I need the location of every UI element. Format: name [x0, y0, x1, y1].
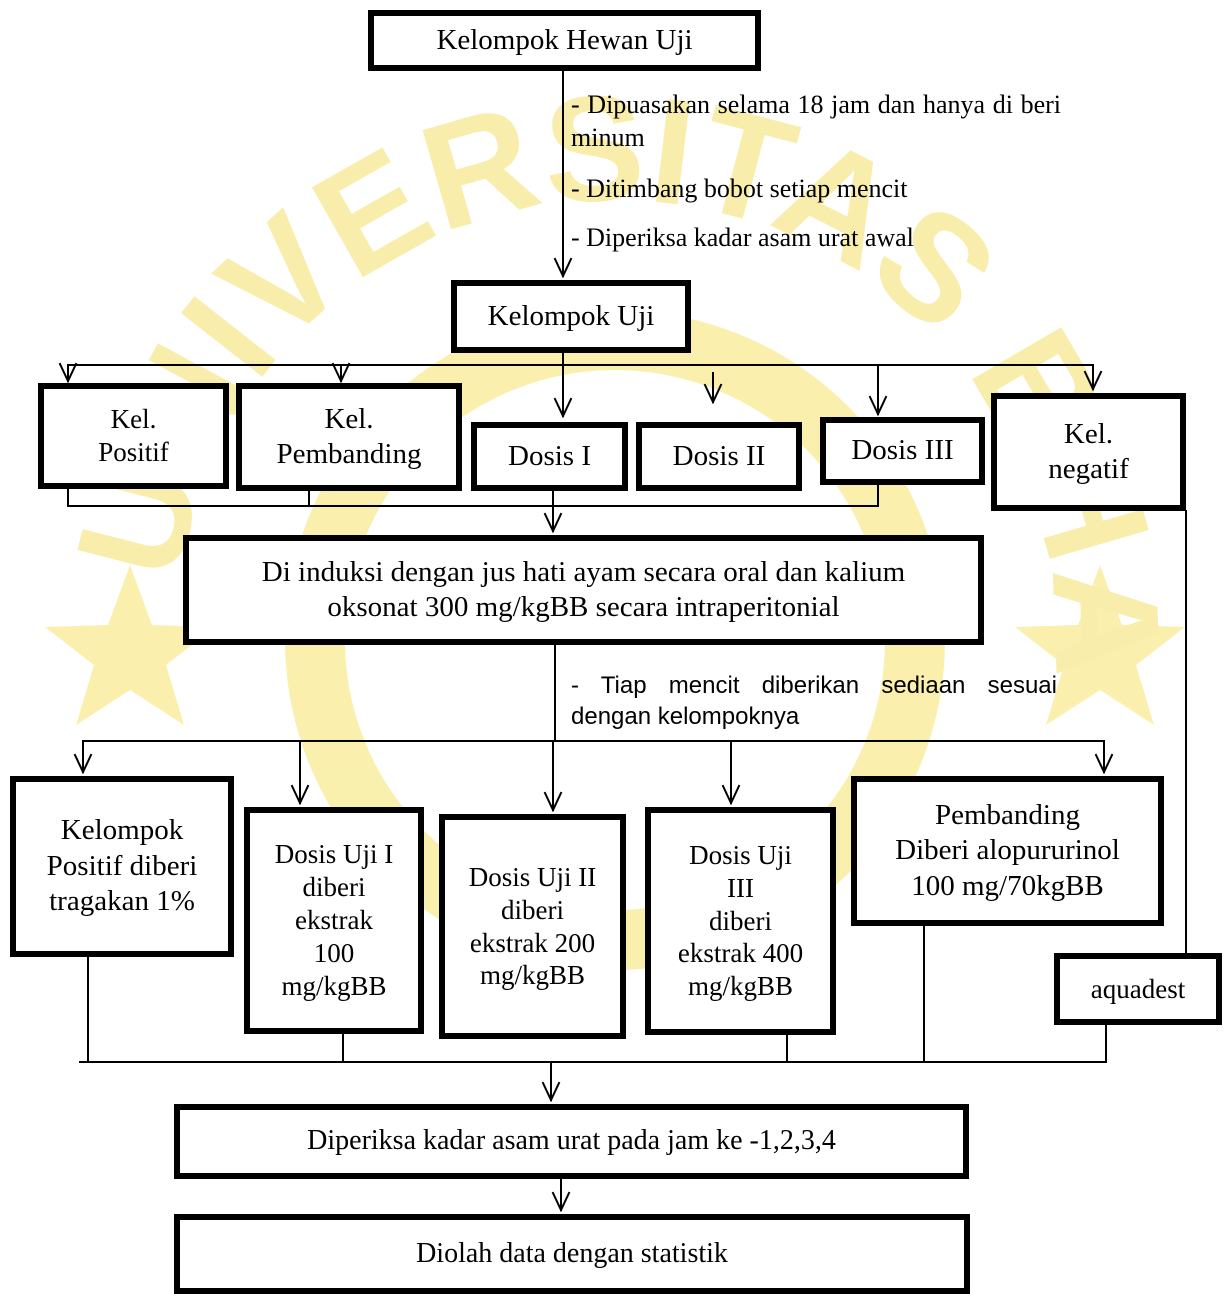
arrow-head-41 [541, 1081, 561, 1103]
arrow-head-12 [1083, 370, 1103, 392]
arrow-head-27 [290, 784, 310, 806]
box-animal-groups: Kelompok Hewan Uji [368, 10, 761, 71]
box-group-negative: Kel.negatif [991, 393, 1186, 511]
arrow-head-1 [553, 257, 573, 279]
box-group-dose-2: Dosis II [636, 422, 802, 491]
box-treat-negative: aquadest [1054, 953, 1222, 1025]
arrow-head-20 [543, 512, 563, 534]
box-group-positive: Kel.Positif [38, 383, 229, 489]
box-test-group: Kelompok Uji [451, 280, 691, 353]
arrow-head-25 [73, 753, 93, 775]
arrow-head-14 [703, 383, 723, 405]
arrow-head-3 [553, 397, 573, 419]
box-group-comparator: Kel.Pembanding [236, 383, 462, 491]
box-group-dose-3: Dosis III [820, 417, 985, 485]
arrow-head-43 [551, 1191, 571, 1213]
arrow-head-31 [721, 784, 741, 806]
step-fasting: - Dipuasakan selama 18 jam dan hanya di … [571, 90, 1061, 153]
box-final: Diolah data dengan statistik [174, 1214, 970, 1294]
arrow-head-33 [1094, 753, 1114, 775]
step-weigh: - Ditimbang bobot setiap mencit [571, 174, 908, 203]
arrow-head-6 [58, 362, 78, 384]
arrow-head-29 [543, 791, 563, 813]
step-initial-uric: - Diperiksa kadar asam urat awal [571, 223, 914, 252]
arrow-head-10 [868, 395, 888, 417]
arrow-head-8 [331, 362, 351, 384]
box-measure: Diperiksa kadar asam urat pada jam ke -1… [174, 1104, 969, 1179]
box-induction: Di induksi dengan jus hati ayam secara o… [183, 535, 984, 645]
box-animal-groups-label: Kelompok Hewan Uji [436, 23, 693, 56]
step-dosing: - Tiap mencit diberikan sediaan sesuai d… [571, 672, 1057, 730]
box-group-dose-1: Dosis I [471, 422, 628, 491]
box-test-group-label: Kelompok Uji [487, 299, 655, 332]
